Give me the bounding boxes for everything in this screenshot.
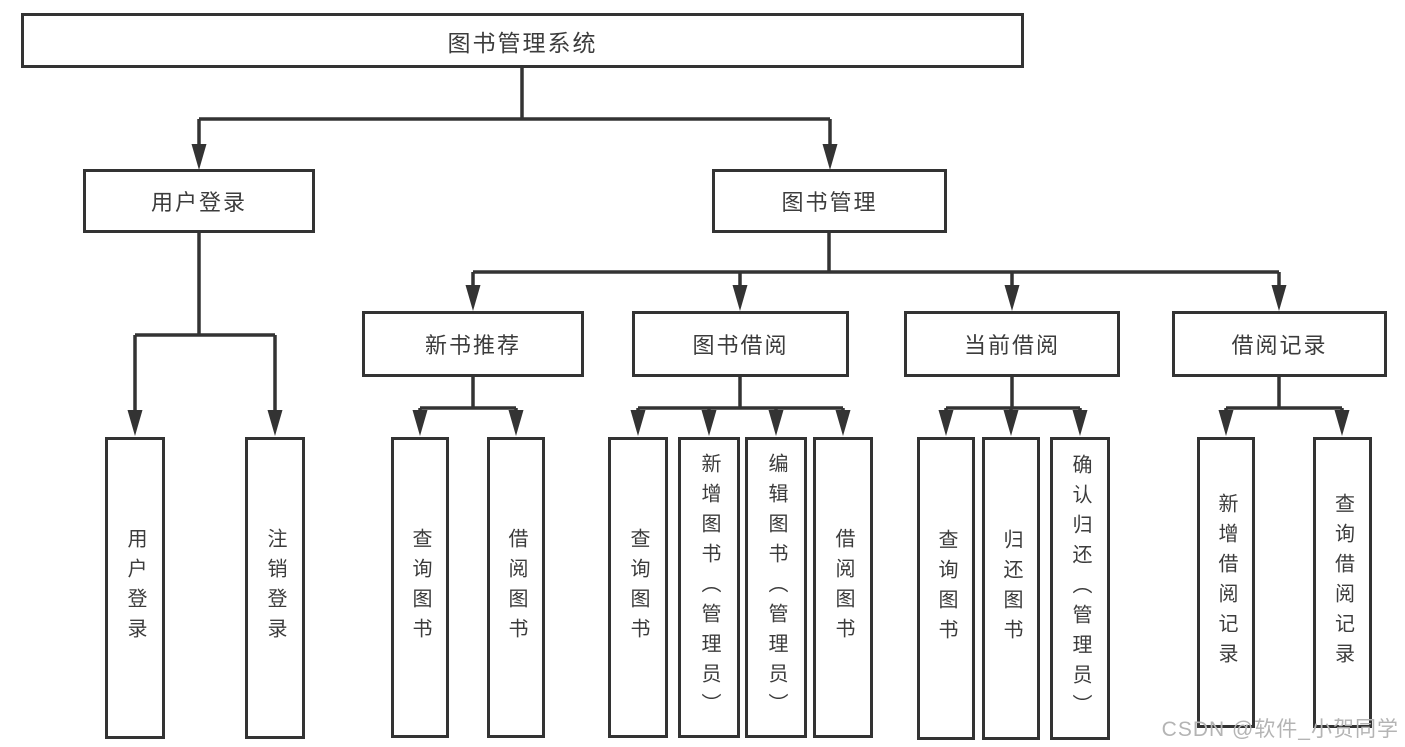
arrowhead-icon xyxy=(732,285,748,311)
node-book-management-branch: 图书管理 xyxy=(712,169,947,233)
leaf-borrow-books-recommend: 借阅图书 xyxy=(487,437,545,738)
node-root-system: 图书管理系统 xyxy=(21,13,1024,68)
arrowhead-icon xyxy=(267,410,283,436)
arrowhead-icon xyxy=(1218,410,1234,436)
arrowhead-icon xyxy=(1004,285,1020,311)
leaf-query-books-borrowing: 查询图书 xyxy=(608,437,668,738)
arrowhead-icon xyxy=(508,410,524,436)
leaf-return-books: 归还图书 xyxy=(982,437,1040,740)
leaf-add-borrow-record: 新增借阅记录 xyxy=(1197,437,1255,728)
connector-records-to-leaves xyxy=(1224,377,1344,412)
leaf-edit-books-admin: 编辑图书（管理员） xyxy=(745,437,807,738)
arrowhead-icon xyxy=(822,144,838,170)
connector-borrow-to-leaves xyxy=(636,377,845,412)
arrowhead-icon xyxy=(1271,285,1287,311)
connector-root-to-level2 xyxy=(197,68,832,145)
node-current-borrowing: 当前借阅 xyxy=(904,311,1120,377)
node-book-borrowing: 图书借阅 xyxy=(632,311,849,377)
connector-bookmgmt-to-groups xyxy=(471,233,1281,286)
csdn-watermark: CSDN @软件_小贺同学 xyxy=(1161,718,1399,741)
arrowhead-icon xyxy=(1003,410,1019,436)
arrowhead-icon xyxy=(465,285,481,311)
leaf-user-login: 用户登录 xyxy=(105,437,165,739)
arrowhead-icon xyxy=(701,410,717,436)
leaf-query-books-recommend: 查询图书 xyxy=(391,437,449,738)
arrowhead-icon xyxy=(630,410,646,436)
arrowhead-icon xyxy=(191,144,207,170)
arrowhead-icon xyxy=(1334,410,1350,436)
connector-userlogin-to-leaves xyxy=(133,233,277,411)
leaf-borrow-books: 借阅图书 xyxy=(813,437,873,738)
arrowhead-icon xyxy=(938,410,954,436)
leaf-query-borrow-record: 查询借阅记录 xyxy=(1313,437,1372,728)
leaf-query-books-current: 查询图书 xyxy=(917,437,975,740)
arrowhead-icon xyxy=(1072,410,1088,436)
connector-newbooks-to-leaves xyxy=(418,377,518,412)
leaf-logout: 注销登录 xyxy=(245,437,305,739)
arrowhead-icon xyxy=(412,410,428,436)
arrowheads xyxy=(127,144,1350,436)
leaf-confirm-return-admin: 确认归还（管理员） xyxy=(1050,437,1110,740)
node-new-book-recommend: 新书推荐 xyxy=(362,311,584,377)
node-borrowing-records: 借阅记录 xyxy=(1172,311,1387,377)
connector-current-to-leaves xyxy=(944,377,1082,412)
arrowhead-icon xyxy=(835,410,851,436)
arrowhead-icon xyxy=(768,410,784,436)
arrowhead-icon xyxy=(127,410,143,436)
node-user-login-branch: 用户登录 xyxy=(83,169,315,233)
leaf-add-books-admin: 新增图书（管理员） xyxy=(678,437,740,738)
